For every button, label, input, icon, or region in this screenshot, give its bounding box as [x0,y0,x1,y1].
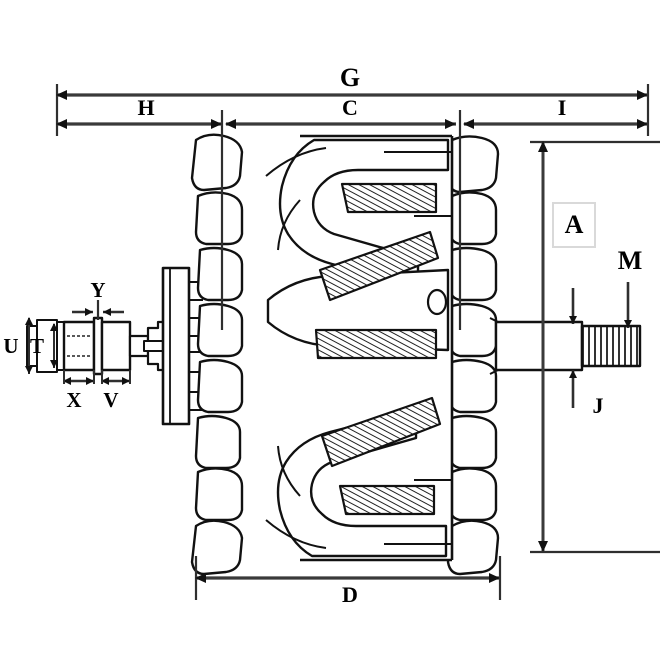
dimension-M: M [618,246,643,328]
dimension-label-Y: Y [90,278,105,302]
dimension-label-D: D [342,582,358,607]
dimension-D: D [195,573,500,607]
dimension-label-M: M [618,246,643,275]
dimension-A: A [538,141,596,552]
dimension-label-V: V [103,388,118,412]
dimension-label-U: U [3,334,18,358]
laminated-blade-hatching [314,182,442,516]
dimension-X: X [63,370,95,412]
rotor-inner-contours [265,147,452,549]
dimension-label-H: H [137,95,154,120]
dimension-I: I [463,95,648,129]
dimension-label-T: T [30,334,44,358]
dimension-A-highlight-box [552,202,596,248]
dimension-label-C: C [342,95,358,120]
dimension-label-X: X [66,388,81,412]
dimension-U: U [3,317,33,374]
dimension-label-A: A [565,210,584,239]
dimension-Y: Y [72,278,124,320]
extension-lines [55,84,660,600]
rotor-assembly-illustration [26,133,642,576]
claw-pole-right-fingers [446,135,500,576]
dimension-label-J: J [593,393,604,418]
claw-pole-left-fingers [190,133,244,576]
dimension-H: H [56,95,222,129]
dimension-J: J [569,288,604,418]
slip-ring-assembly [26,316,181,376]
drive-end-shaft [489,317,642,375]
dimension-label-I: I [558,95,567,120]
dimension-label-G: G [340,63,360,92]
dimension-T: T [30,323,58,368]
dimension-C: C [225,95,456,129]
dimension-G: G [56,63,648,100]
dimension-V: V [101,370,131,412]
fan-disc [161,266,211,426]
